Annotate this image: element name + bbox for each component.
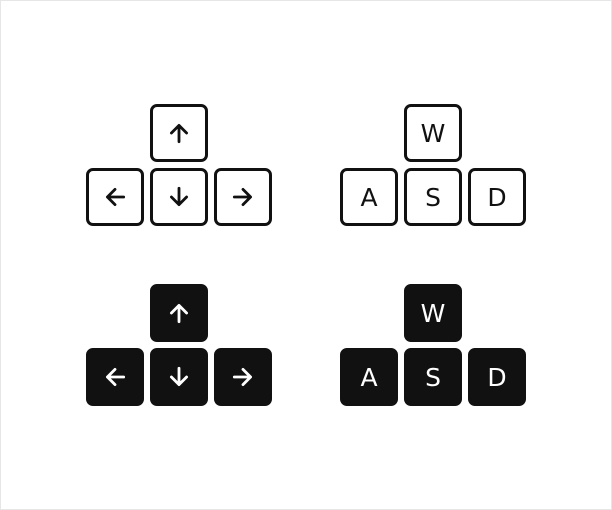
outline-left-arrow-key xyxy=(86,168,144,226)
outline-a-key-label: A xyxy=(360,182,378,212)
arrow-up-icon xyxy=(170,124,188,144)
arrow-right-icon xyxy=(232,368,252,386)
solid-s-key: S xyxy=(404,348,462,406)
solid-right-arrow-key xyxy=(214,348,272,406)
arrow-down-icon xyxy=(170,366,188,386)
solid-s-key-label: S xyxy=(425,362,441,392)
solid-up-arrow-key xyxy=(150,284,208,342)
outline-d-key-label: D xyxy=(487,182,507,212)
outline-a-key: A xyxy=(340,168,398,226)
solid-a-key: A xyxy=(340,348,398,406)
outline-up-arrow-key xyxy=(150,104,208,162)
outline-s-key: S xyxy=(404,168,462,226)
arrow-left-icon xyxy=(106,368,126,386)
outline-w-key: W xyxy=(404,104,462,162)
arrow-up-icon xyxy=(170,304,188,324)
outline-down-arrow-key xyxy=(150,168,208,226)
solid-down-arrow-key xyxy=(150,348,208,406)
outline-d-key: D xyxy=(468,168,526,226)
solid-left-arrow-key xyxy=(86,348,144,406)
outline-s-key-label: S xyxy=(425,182,441,212)
arrow-right-icon xyxy=(232,188,252,206)
outline-w-key-label: W xyxy=(420,118,446,148)
arrow-left-icon xyxy=(106,188,126,206)
solid-d-key-label: D xyxy=(487,362,507,392)
outline-right-arrow-key xyxy=(214,168,272,226)
solid-d-key: D xyxy=(468,348,526,406)
solid-a-key-label: A xyxy=(360,362,378,392)
solid-w-key-label: W xyxy=(420,298,446,328)
solid-w-key: W xyxy=(404,284,462,342)
arrow-down-icon xyxy=(170,186,188,206)
